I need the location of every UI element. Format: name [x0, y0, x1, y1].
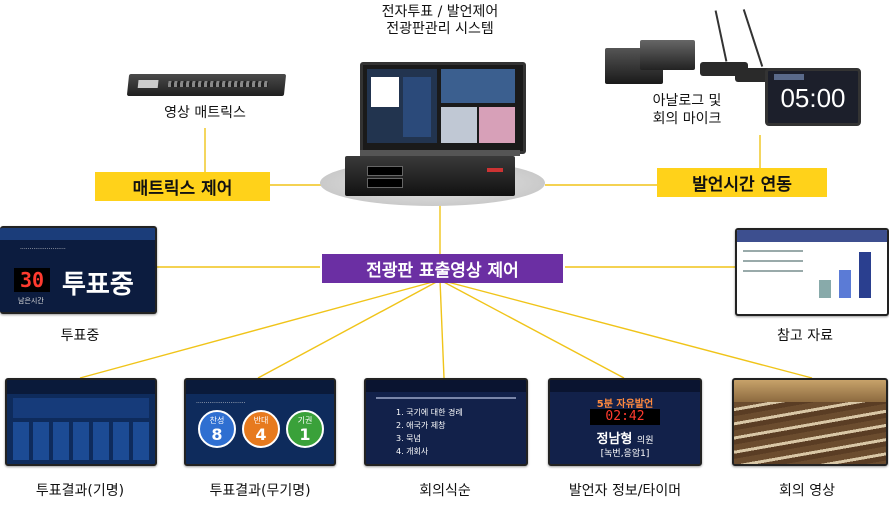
- monitor-panel-right-top: [441, 69, 515, 103]
- anon-text: ..........................: [196, 398, 246, 405]
- reference-bar-1: [819, 280, 831, 298]
- ceremony-item: 2. 애국가 제창: [396, 421, 446, 430]
- matrix-control-badge: 매트릭스 제어: [95, 172, 270, 201]
- video-screen: [732, 378, 888, 466]
- server-drive-1: [367, 166, 403, 176]
- ceremony-screen: 1. 국기에 대한 경례 2. 애국가 제창 3. 묵념 4. 개회사: [364, 378, 528, 466]
- monitor-doc: [371, 77, 399, 107]
- reference-screen: [735, 228, 889, 316]
- timer-header: [774, 74, 804, 80]
- speaker-role: 의원: [636, 436, 654, 446]
- result-anon-label: 투표결과(무기명): [209, 483, 311, 499]
- center-title: 전자투표 / 발언제어 전광판관리 시스템: [370, 4, 510, 38]
- voting-countdown-sub: 남은시간: [18, 297, 44, 305]
- anon-vote-label: 찬성: [209, 416, 225, 425]
- speaker-title: 5분 자유발언: [596, 399, 654, 410]
- mic-label: 아날로그 및 회의 마이크: [632, 92, 742, 128]
- reference-label: 참고 자료: [777, 328, 833, 344]
- monitor-panel-right-a: [441, 107, 477, 143]
- reference-bar-3: [859, 252, 871, 298]
- speaker-screen: 5분 자유발언 02:42 정남형 의원 [녹번,응암1]: [548, 378, 702, 466]
- mic-timer-screen: 05:00: [765, 68, 861, 126]
- mic-label-line2: 회의 마이크: [652, 111, 722, 127]
- video-seats: [734, 402, 886, 464]
- monitor-list: [403, 77, 431, 137]
- center-title-line2: 전광판관리 시스템: [386, 21, 494, 37]
- main-display-control-badge: 전광판 표출영상 제어: [322, 254, 563, 283]
- speaker-name: 정남형: [596, 432, 633, 447]
- matrix-buttons: [167, 81, 269, 87]
- ceremony-list: 1. 국기에 대한 경례 2. 애국가 제창 3. 묵념 4. 개회사: [396, 406, 463, 458]
- named-summary: [13, 398, 149, 418]
- result-named-screen: [5, 378, 157, 466]
- anon-vote-label: 반대: [253, 416, 269, 425]
- video-label: 회의 영상: [779, 483, 835, 499]
- system-server: [345, 156, 515, 196]
- voting-screen-header: [0, 228, 155, 240]
- speaker-timer: 02:42: [590, 409, 660, 425]
- anon-vote-value: 1: [299, 425, 311, 444]
- monitor-panel-right-b: [479, 107, 515, 143]
- named-grid: [13, 422, 149, 460]
- mic-unit-2: [640, 40, 695, 70]
- monitor-panel-left: [367, 69, 437, 143]
- ceremony-item: 1. 국기에 대한 경례: [396, 408, 463, 417]
- reference-header: [737, 230, 887, 242]
- speech-time-link-badge: 발언시간 연동: [657, 168, 827, 197]
- mic-label-line1: 아날로그 및: [652, 93, 722, 109]
- speaker-header: [550, 380, 700, 392]
- anon-vote-value: 4: [255, 425, 267, 444]
- speaker-label: 발언자 정보/타이머: [568, 483, 682, 499]
- ceremony-label: 회의식순: [419, 483, 471, 499]
- ceremony-item: 4. 개회사: [396, 447, 429, 456]
- ceremony-title-bar: [376, 397, 516, 399]
- anon-header: [186, 380, 334, 394]
- reference-line-3: [743, 270, 803, 272]
- speaker-district: [녹번,응암1]: [600, 449, 650, 459]
- mic-base-2: [735, 68, 771, 82]
- system-monitor: [360, 62, 526, 154]
- anon-vote-label: 기권: [297, 416, 313, 425]
- video-wall: [734, 380, 886, 402]
- reference-bar-2: [839, 270, 851, 298]
- server-led: [487, 168, 503, 172]
- voting-countdown: 30: [14, 268, 50, 292]
- voting-label: 투표중: [60, 328, 100, 344]
- voting-screen: ........................ 30 투표중 남은시간: [0, 226, 157, 314]
- matrix-label: 영상 매트릭스: [164, 105, 246, 121]
- named-header: [7, 380, 155, 394]
- anon-vote-value: 8: [211, 425, 223, 444]
- ceremony-item: 3. 묵념: [396, 434, 421, 443]
- monitor-hinge: [360, 150, 520, 156]
- speaker-name-row: 정남형 의원: [550, 428, 700, 447]
- matrix-display: [137, 80, 159, 88]
- matrix-device: [126, 74, 287, 96]
- center-title-line1: 전자투표 / 발언제어: [381, 4, 499, 20]
- server-drive-2: [367, 178, 403, 188]
- ceremony-header: [366, 380, 526, 392]
- reference-line-2: [743, 260, 803, 262]
- result-named-label: 투표결과(기명): [35, 483, 125, 499]
- timer-text: 05:00: [780, 83, 846, 113]
- voting-status-text: 투표중: [62, 270, 134, 300]
- reference-line-1: [743, 250, 803, 252]
- voting-screen-text: ........................: [20, 244, 66, 251]
